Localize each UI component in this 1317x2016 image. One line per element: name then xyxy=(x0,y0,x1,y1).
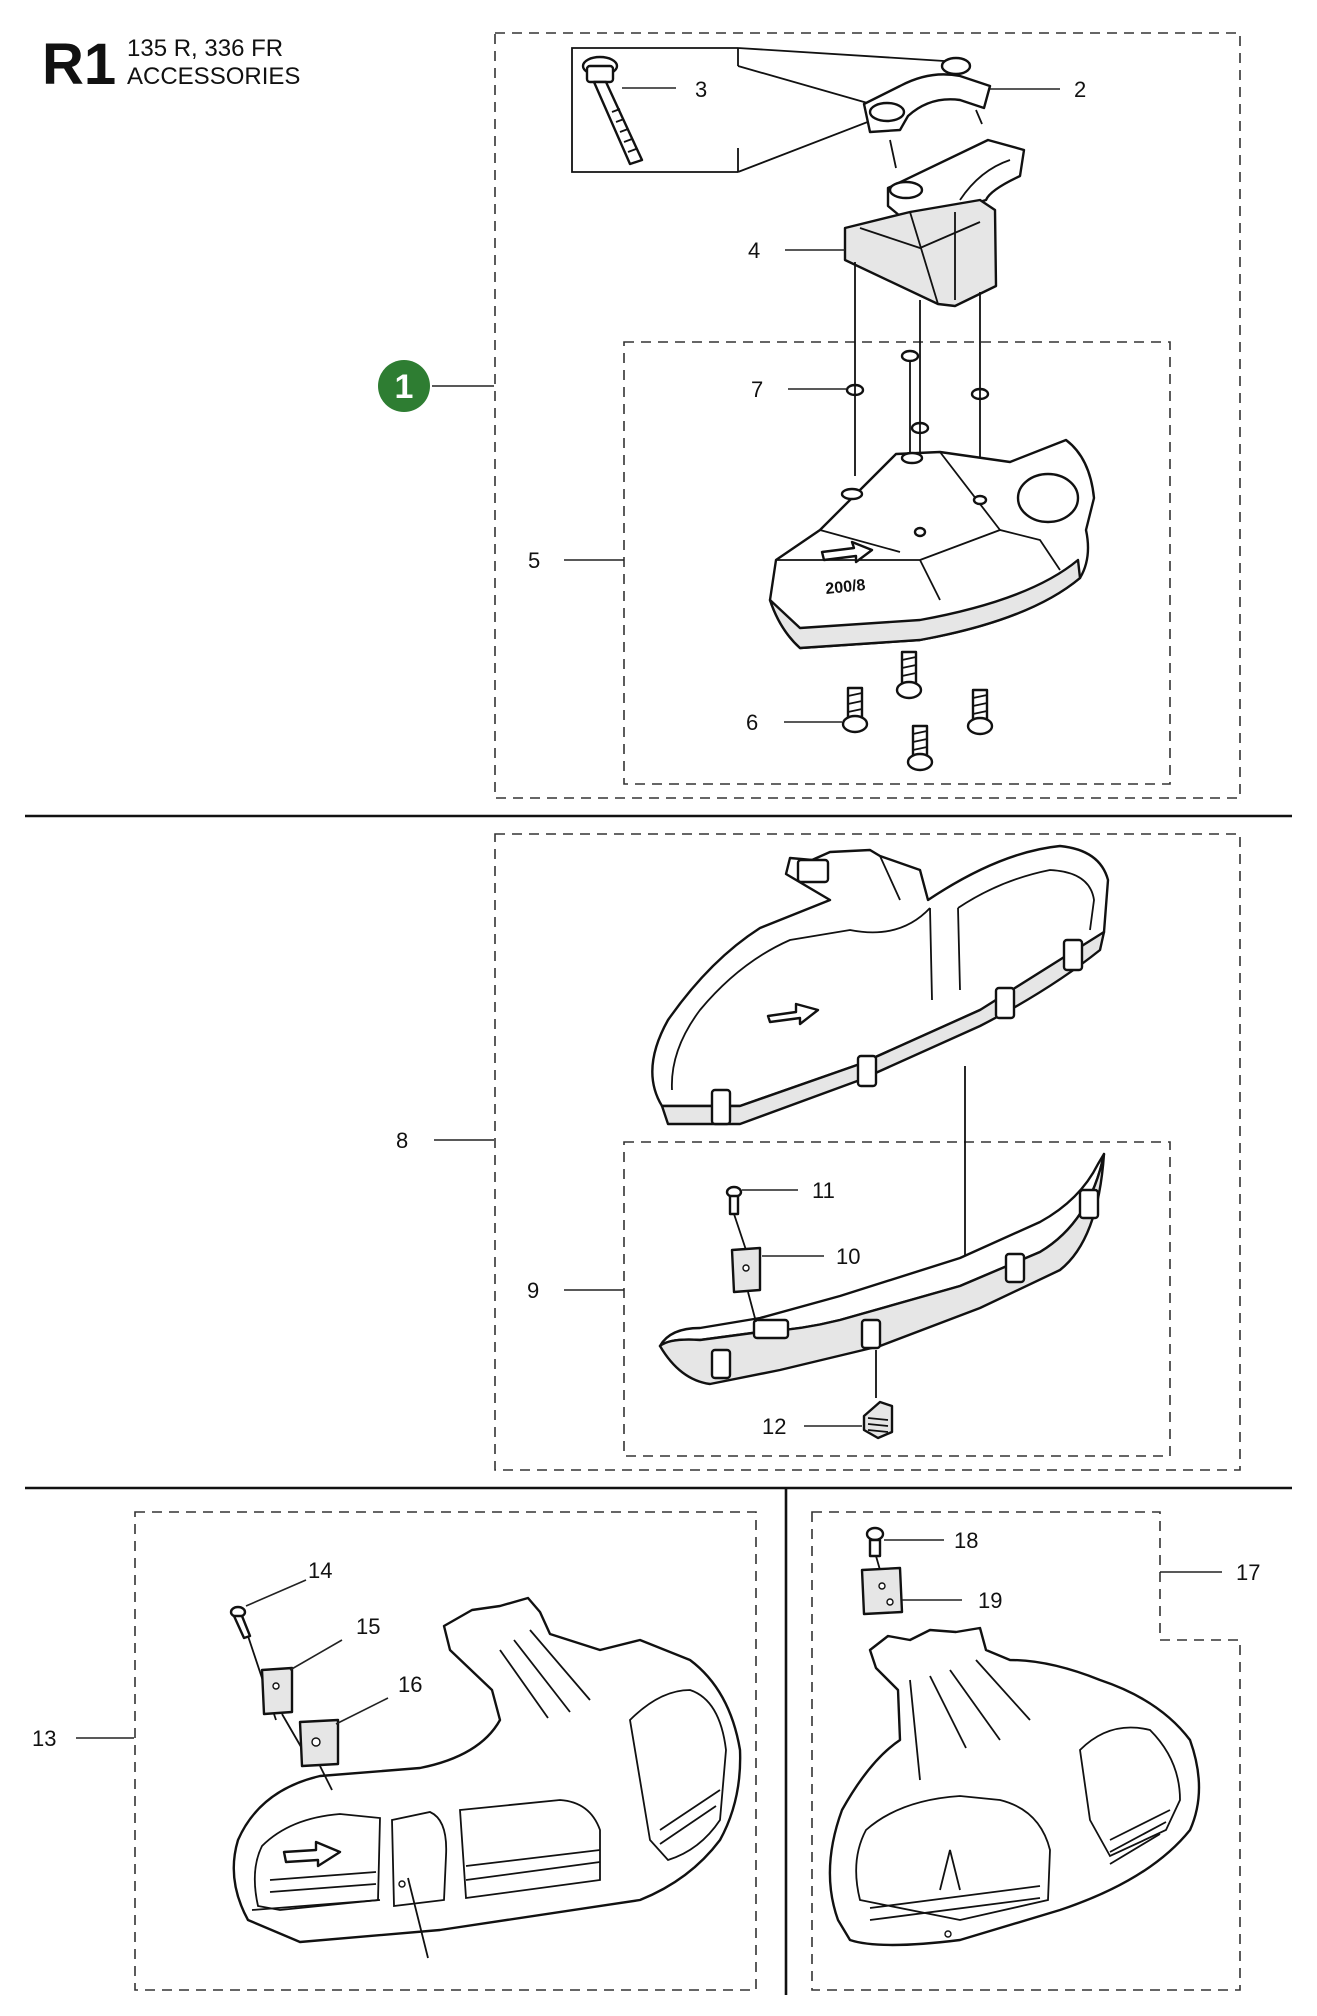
guard-part-8 xyxy=(651,844,1110,1266)
callout-18: 18 xyxy=(884,1528,978,1553)
callout-12: 12 xyxy=(762,1414,862,1439)
section-code: R1 xyxy=(42,32,116,97)
guard-marking: 200/8 xyxy=(825,577,867,598)
callout-9: 9 xyxy=(527,1278,624,1303)
guard-part-13 xyxy=(232,1596,742,1959)
callout-17: 17 xyxy=(1160,1560,1260,1585)
callout-8: 8 xyxy=(396,1128,494,1153)
callout-2: 2 xyxy=(990,77,1086,102)
blade-part-19 xyxy=(860,1566,921,1781)
screws-part-6 xyxy=(841,650,994,772)
kit-boundary xyxy=(494,32,1241,799)
guard-boundary xyxy=(494,833,1241,1471)
guard-17-boundary xyxy=(811,1511,1241,1991)
callout-label-6: 6 xyxy=(746,710,758,735)
callout-label-14: 14 xyxy=(308,1558,332,1583)
screw-part-18 xyxy=(865,1526,885,1571)
guard-part-17 xyxy=(828,1626,1201,1947)
callout-label-9: 9 xyxy=(527,1278,539,1303)
guard-skirt-section: 8 9 10 11 12 xyxy=(396,833,1241,1471)
callout-label-13: 13 xyxy=(32,1726,56,1751)
clamp-part-2 xyxy=(862,56,1026,218)
callout-7: 7 xyxy=(751,377,846,402)
badge-label: 1 xyxy=(395,368,414,406)
callout-label-2: 2 xyxy=(1074,77,1086,102)
callout-label-11: 11 xyxy=(812,1178,835,1203)
section-title: ACCESSORIES xyxy=(127,63,300,90)
model-list: 135 R, 336 FR xyxy=(127,35,283,62)
callout-label-4: 4 xyxy=(748,238,760,263)
skirt-part-9 xyxy=(658,1152,1106,1386)
callout-16: 16 xyxy=(335,1672,422,1725)
screw-part-11 xyxy=(725,1185,747,1251)
callout-3: 3 xyxy=(622,77,707,102)
callout-label-3: 3 xyxy=(695,77,707,102)
callout-label-18: 18 xyxy=(954,1528,978,1553)
callout-label-8: 8 xyxy=(396,1128,408,1153)
callout-label-7: 7 xyxy=(751,377,763,402)
guard-assembly-boundary xyxy=(623,341,1171,785)
guard-part-5: 200/8 xyxy=(768,438,1096,650)
clip-part-12 xyxy=(862,1350,894,1440)
bolt-part-3 xyxy=(581,55,644,166)
callout-10: 10 xyxy=(762,1244,860,1269)
callout-11: 11 xyxy=(742,1178,835,1203)
callout-5: 5 xyxy=(528,548,624,573)
callout-label-17: 17 xyxy=(1236,1560,1260,1585)
bracket-part-4 xyxy=(843,198,998,308)
callout-19: 19 xyxy=(902,1588,1002,1613)
washers-part-7 xyxy=(845,262,990,520)
callout-label-5: 5 xyxy=(528,548,540,573)
callout-label-15: 15 xyxy=(356,1614,380,1639)
guard-kit-section: 1 xyxy=(378,32,1241,799)
kit-badge: 1 xyxy=(378,360,494,412)
callout-label-19: 19 xyxy=(978,1588,1002,1613)
blade-part-15 xyxy=(260,1666,305,1753)
guard-13-section: 13 14 15 16 xyxy=(32,1511,757,1991)
callout-15: 15 xyxy=(289,1614,380,1671)
mount-part-16 xyxy=(298,1718,340,1791)
badge-circle xyxy=(378,360,430,412)
skirt-boundary xyxy=(623,1141,1171,1457)
callout-label-12: 12 xyxy=(762,1414,786,1439)
guard-13-boundary xyxy=(134,1511,757,1991)
callout-6: 6 xyxy=(746,710,842,735)
bolt-callout-box xyxy=(571,47,961,173)
callout-4: 4 xyxy=(748,238,845,263)
page-header: R1 135 R, 336 FR ACCESSORIES xyxy=(42,32,300,97)
callout-label-10: 10 xyxy=(836,1244,860,1269)
blade-part-10 xyxy=(730,1246,762,1323)
callout-label-16: 16 xyxy=(398,1672,422,1697)
callout-13: 13 xyxy=(32,1726,134,1751)
guard-17-section: 17 18 19 xyxy=(811,1511,1260,1991)
callout-14: 14 xyxy=(245,1558,332,1607)
